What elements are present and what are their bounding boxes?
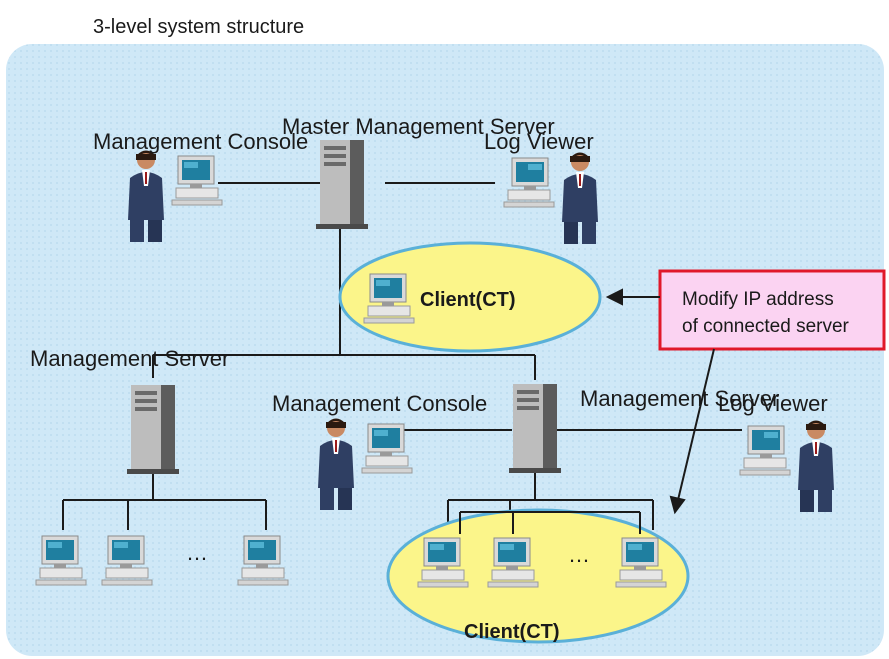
client-group-bottom — [386, 508, 690, 644]
diagram-title: 3-level system structure — [93, 16, 304, 38]
management-server-mid-label: Management Server — [580, 386, 779, 411]
desktop-pc-icon — [615, 537, 667, 588]
log-viewer-top-label: Log Viewer — [484, 129, 594, 154]
client-bus-lines — [459, 511, 641, 534]
server-tower-icon — [127, 385, 179, 474]
desktop-pc-icon — [101, 535, 153, 586]
desktop-pc-icon — [487, 537, 539, 588]
client-bottom-label: Client(CT) — [464, 621, 560, 643]
ellipsis-left: … — [186, 540, 208, 565]
console-mid-label: Management Console — [272, 391, 487, 416]
desktop-pc-icon — [417, 537, 469, 588]
console-top-label: Management Console — [93, 129, 308, 154]
server-tower-icon — [316, 140, 368, 229]
desktop-pc-icon — [35, 535, 87, 586]
ellipsis-right: … — [568, 542, 590, 567]
server-tower-icon — [509, 384, 561, 473]
client-group-top — [338, 241, 602, 353]
management-server-left-label: Management Server — [30, 346, 229, 371]
callout-arrows — [605, 288, 715, 515]
desktop-pc-icon — [363, 273, 415, 324]
callout-box — [658, 269, 886, 351]
callout-line-1: Modify IP address — [682, 289, 834, 310]
desktop-pc-icon — [237, 535, 289, 586]
client-top-label: Client(CT) — [420, 289, 516, 311]
master-server-label: Master Management Server — [282, 114, 555, 139]
log-viewer-mid-label: Log Viewer — [718, 391, 828, 416]
callout-line-2: of connected server — [682, 316, 850, 337]
